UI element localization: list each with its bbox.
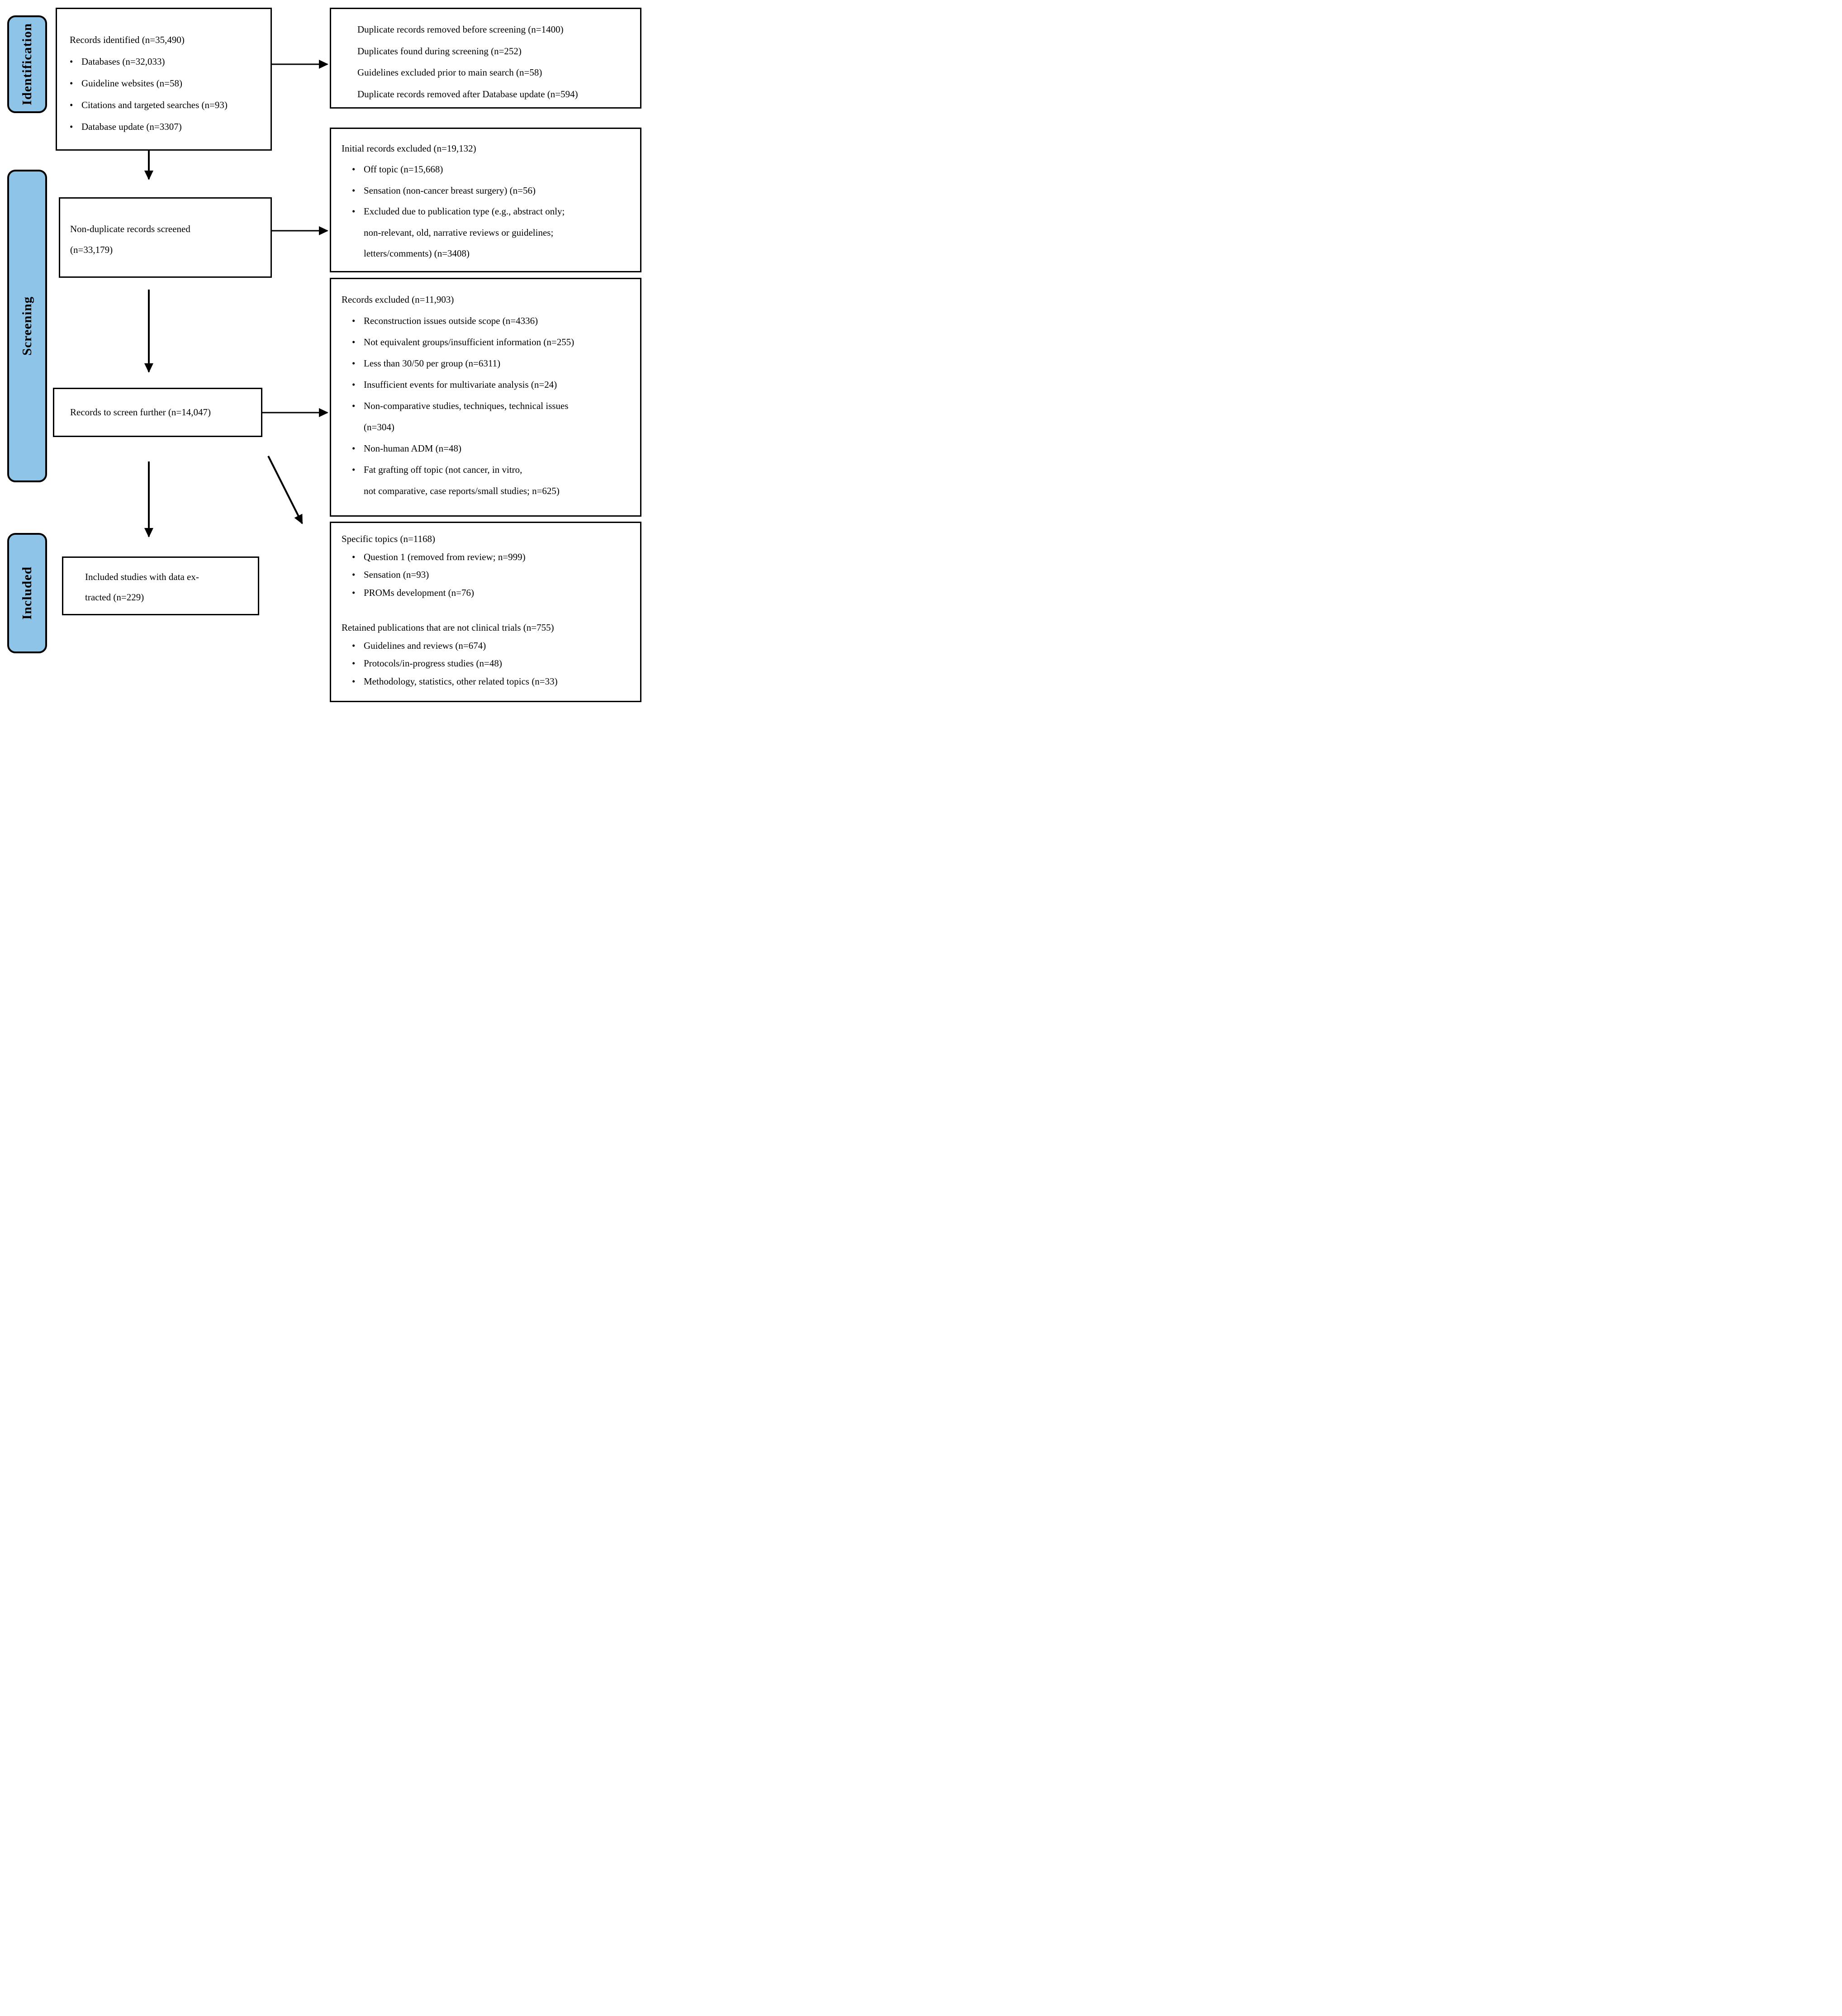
list-item: • Less than 30/50 per group (n=6311) bbox=[352, 353, 636, 374]
list-item-text: Non-human ADM (n=48) bbox=[364, 443, 461, 454]
box-text-line: Duplicates found during screening (n=252… bbox=[357, 45, 522, 57]
box-records-to-screen-further: Records to screen further (n=14,047) bbox=[53, 388, 262, 437]
box-initial-records-excluded: Initial records excluded (n=19,132) • Of… bbox=[330, 128, 641, 272]
list-item-text: Protocols/in-progress studies (n=48) bbox=[364, 658, 502, 669]
list-item-continuation: non-relevant, old, narrative reviews or … bbox=[364, 227, 554, 238]
bullet-icon: • bbox=[352, 164, 356, 175]
list-item-continuation: (n=304) bbox=[364, 422, 394, 433]
list-item-text: Off topic (n=15,668) bbox=[364, 164, 443, 175]
box-records-identified: Records identified (n=35,490) • Database… bbox=[56, 8, 272, 151]
stage-identification-label: Identification bbox=[19, 23, 34, 105]
list-item-text: Methodology, statistics, other related t… bbox=[364, 675, 558, 687]
bullet-icon: • bbox=[352, 658, 356, 669]
list-item: • Databases (n=32,033) bbox=[70, 51, 267, 72]
box-duplicates-removed: Duplicate records removed before screeni… bbox=[330, 8, 641, 109]
box-title: Initial records excluded (n=19,132) bbox=[342, 143, 476, 154]
list-item-continuation: not comparative, case reports/small stud… bbox=[364, 485, 560, 496]
list-item-text: Question 1 (removed from review; n=999) bbox=[364, 551, 526, 562]
bullet-icon: • bbox=[352, 185, 356, 196]
bullet-icon: • bbox=[352, 315, 356, 326]
bullet-icon: • bbox=[352, 443, 356, 454]
box-text-line: Guidelines excluded prior to main search… bbox=[357, 67, 542, 78]
bullet-icon: • bbox=[70, 56, 73, 67]
box-title: Specific topics (n=1168) bbox=[342, 533, 436, 544]
list-item-text: Non-comparative studies, techniques, tec… bbox=[364, 400, 569, 411]
bullet-icon: • bbox=[352, 640, 356, 651]
bullet-icon: • bbox=[352, 464, 356, 475]
list-item-text: Citations and targeted searches (n=93) bbox=[81, 100, 228, 110]
box-title: Records to screen further (n=14,047) bbox=[70, 407, 211, 418]
bullet-icon: • bbox=[70, 100, 73, 110]
list-item-text: Insufficient events for multivariate ana… bbox=[364, 379, 557, 390]
list-item-text: Not equivalent groups/insufficient infor… bbox=[364, 337, 574, 347]
bullet-icon: • bbox=[70, 121, 73, 132]
bullet-icon: • bbox=[352, 337, 356, 347]
stage-included: Included bbox=[7, 533, 47, 653]
box-subtitle: Retained publications that are not clini… bbox=[342, 622, 554, 633]
list-item-text: Guideline websites (n=58) bbox=[81, 78, 182, 89]
list-item: • Reconstruction issues outside scope (n… bbox=[352, 310, 636, 332]
list-item-text: Sensation (non-cancer breast surgery) (n… bbox=[364, 185, 536, 196]
arrow-screen-further-to-specific-topics bbox=[267, 456, 303, 524]
box-title: Records identified (n=35,490) bbox=[70, 34, 185, 45]
bullet-icon: • bbox=[352, 675, 356, 687]
list-item-text: Databases (n=32,033) bbox=[81, 56, 165, 67]
bullet-icon: • bbox=[352, 587, 356, 598]
bullet-icon: • bbox=[352, 400, 356, 411]
list-item: • Guidelines and reviews (n=674) bbox=[352, 637, 636, 655]
box-text-line: Duplicate records removed after Database… bbox=[357, 88, 578, 100]
box-records-excluded: Records excluded (n=11,903) • Reconstruc… bbox=[330, 278, 641, 517]
stage-identification: Identification bbox=[7, 15, 47, 113]
box-text-line: Duplicate records removed before screeni… bbox=[357, 24, 564, 35]
list-item: • Excluded due to publication type (e.g.… bbox=[352, 201, 636, 222]
bullet-icon: • bbox=[352, 379, 356, 390]
stage-included-label: Included bbox=[19, 566, 34, 620]
box-title: Records excluded (n=11,903) bbox=[342, 294, 454, 305]
list-item: • Non-comparative studies, techniques, t… bbox=[352, 395, 636, 417]
list-item-text: Fat grafting off topic (not cancer, in v… bbox=[364, 464, 522, 475]
list-item-text: Sensation (n=93) bbox=[364, 569, 429, 580]
box-specific-topics: Specific topics (n=1168) • Question 1 (r… bbox=[330, 522, 641, 702]
list-item: • Database update (n=3307) bbox=[70, 116, 267, 138]
bullet-icon: • bbox=[352, 569, 356, 580]
list-item-continuation: letters/comments) (n=3408) bbox=[364, 248, 470, 259]
list-item: • Not equivalent groups/insufficient inf… bbox=[352, 332, 636, 353]
stage-screening-label: Screening bbox=[19, 296, 34, 356]
list-item-text: Guidelines and reviews (n=674) bbox=[364, 640, 486, 651]
box-text-line: tracted (n=229) bbox=[85, 592, 144, 603]
list-item: • Off topic (n=15,668) bbox=[352, 159, 636, 180]
list-item-text: Reconstruction issues outside scope (n=4… bbox=[364, 315, 538, 326]
list-item: • Question 1 (removed from review; n=999… bbox=[352, 548, 636, 566]
list-item-text: Excluded due to publication type (e.g., … bbox=[364, 206, 565, 217]
list-item: • Methodology, statistics, other related… bbox=[352, 673, 636, 691]
list-item: • Non-human ADM (n=48) bbox=[352, 438, 636, 459]
box-text-line: Non-duplicate records screened bbox=[70, 223, 190, 234]
list-item: • Protocols/in-progress studies (n=48) bbox=[352, 655, 636, 673]
box-non-duplicate-screened: Non-duplicate records screened (n=33,179… bbox=[59, 197, 272, 278]
box-text-line: Included studies with data ex- bbox=[85, 571, 199, 582]
stage-screening: Screening bbox=[7, 170, 47, 482]
list-item: • Guideline websites (n=58) bbox=[70, 72, 267, 94]
box-included-studies: Included studies with data ex- tracted (… bbox=[62, 556, 259, 615]
bullet-icon: • bbox=[352, 358, 356, 369]
list-item-text: PROMs development (n=76) bbox=[364, 587, 474, 598]
list-item-text: Database update (n=3307) bbox=[81, 121, 182, 132]
prisma-flow-diagram: Identification Screening Included Record… bbox=[0, 0, 659, 721]
bullet-icon: • bbox=[352, 551, 356, 562]
bullet-icon: • bbox=[70, 78, 73, 89]
list-item: • Fat grafting off topic (not cancer, in… bbox=[352, 459, 636, 480]
box-text-line: (n=33,179) bbox=[70, 244, 113, 255]
bullet-icon: • bbox=[352, 206, 356, 217]
list-item: • Citations and targeted searches (n=93) bbox=[70, 94, 267, 116]
list-item: • Sensation (n=93) bbox=[352, 566, 636, 584]
list-item: • Insufficient events for multivariate a… bbox=[352, 374, 636, 395]
list-item-text: Less than 30/50 per group (n=6311) bbox=[364, 358, 501, 369]
list-item: • PROMs development (n=76) bbox=[352, 584, 636, 602]
list-item: • Sensation (non-cancer breast surgery) … bbox=[352, 180, 636, 201]
